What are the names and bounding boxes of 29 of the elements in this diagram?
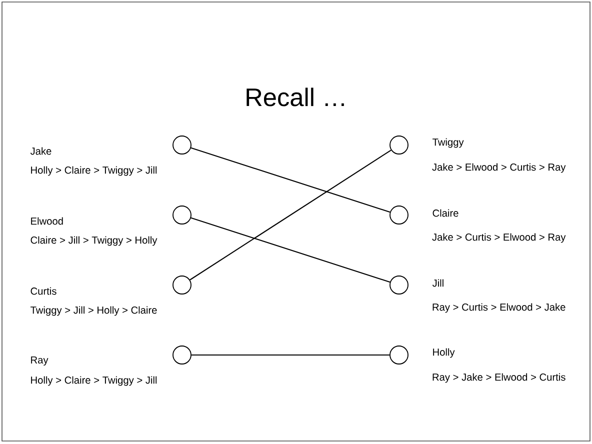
person-name: Claire: [432, 209, 458, 217]
choice-circle: [172, 206, 192, 224]
preference-list: Ray > Jake > Elwood > Curtis: [432, 373, 566, 383]
person-name: Twiggy: [432, 138, 464, 148]
choice-circle: [390, 346, 408, 364]
person-name: Holly: [433, 348, 455, 358]
choice-circle: [172, 136, 192, 154]
person-name: Elwood: [31, 217, 63, 225]
choice-circle: [172, 346, 192, 364]
preference-list: Holly > Claire > Twiggy > Jill: [31, 376, 157, 386]
preference-list: Jake > Curtis > Elwood > Ray: [432, 233, 566, 243]
preference-list: Twiggy > Jill > Holly > Claire: [30, 306, 157, 316]
person-name: Jill: [432, 279, 444, 287]
person-name: Curtis: [30, 287, 56, 295]
slide-title: Recall …: [246, 88, 344, 106]
preference-list: Jake > Elwood > Curtis > Ray: [432, 163, 566, 173]
person-name: Ray: [31, 356, 48, 366]
preference-list: Ray > Curtis > Elwood > Jake: [432, 303, 566, 313]
preference-list: Holly > Claire > Twiggy > Jill: [31, 166, 157, 176]
preference-list: Claire > Jill > Twiggy > Holly: [30, 236, 158, 246]
choice-circle: [390, 136, 408, 154]
matching-line: [190, 217, 390, 283]
matching-line: [190, 150, 392, 280]
matching-line: [191, 354, 390, 356]
choice-circle: [390, 206, 408, 224]
choice-circle: [172, 276, 192, 294]
person-name: Jake: [30, 147, 52, 155]
matching-line: [190, 147, 390, 213]
choice-circle: [390, 276, 408, 294]
